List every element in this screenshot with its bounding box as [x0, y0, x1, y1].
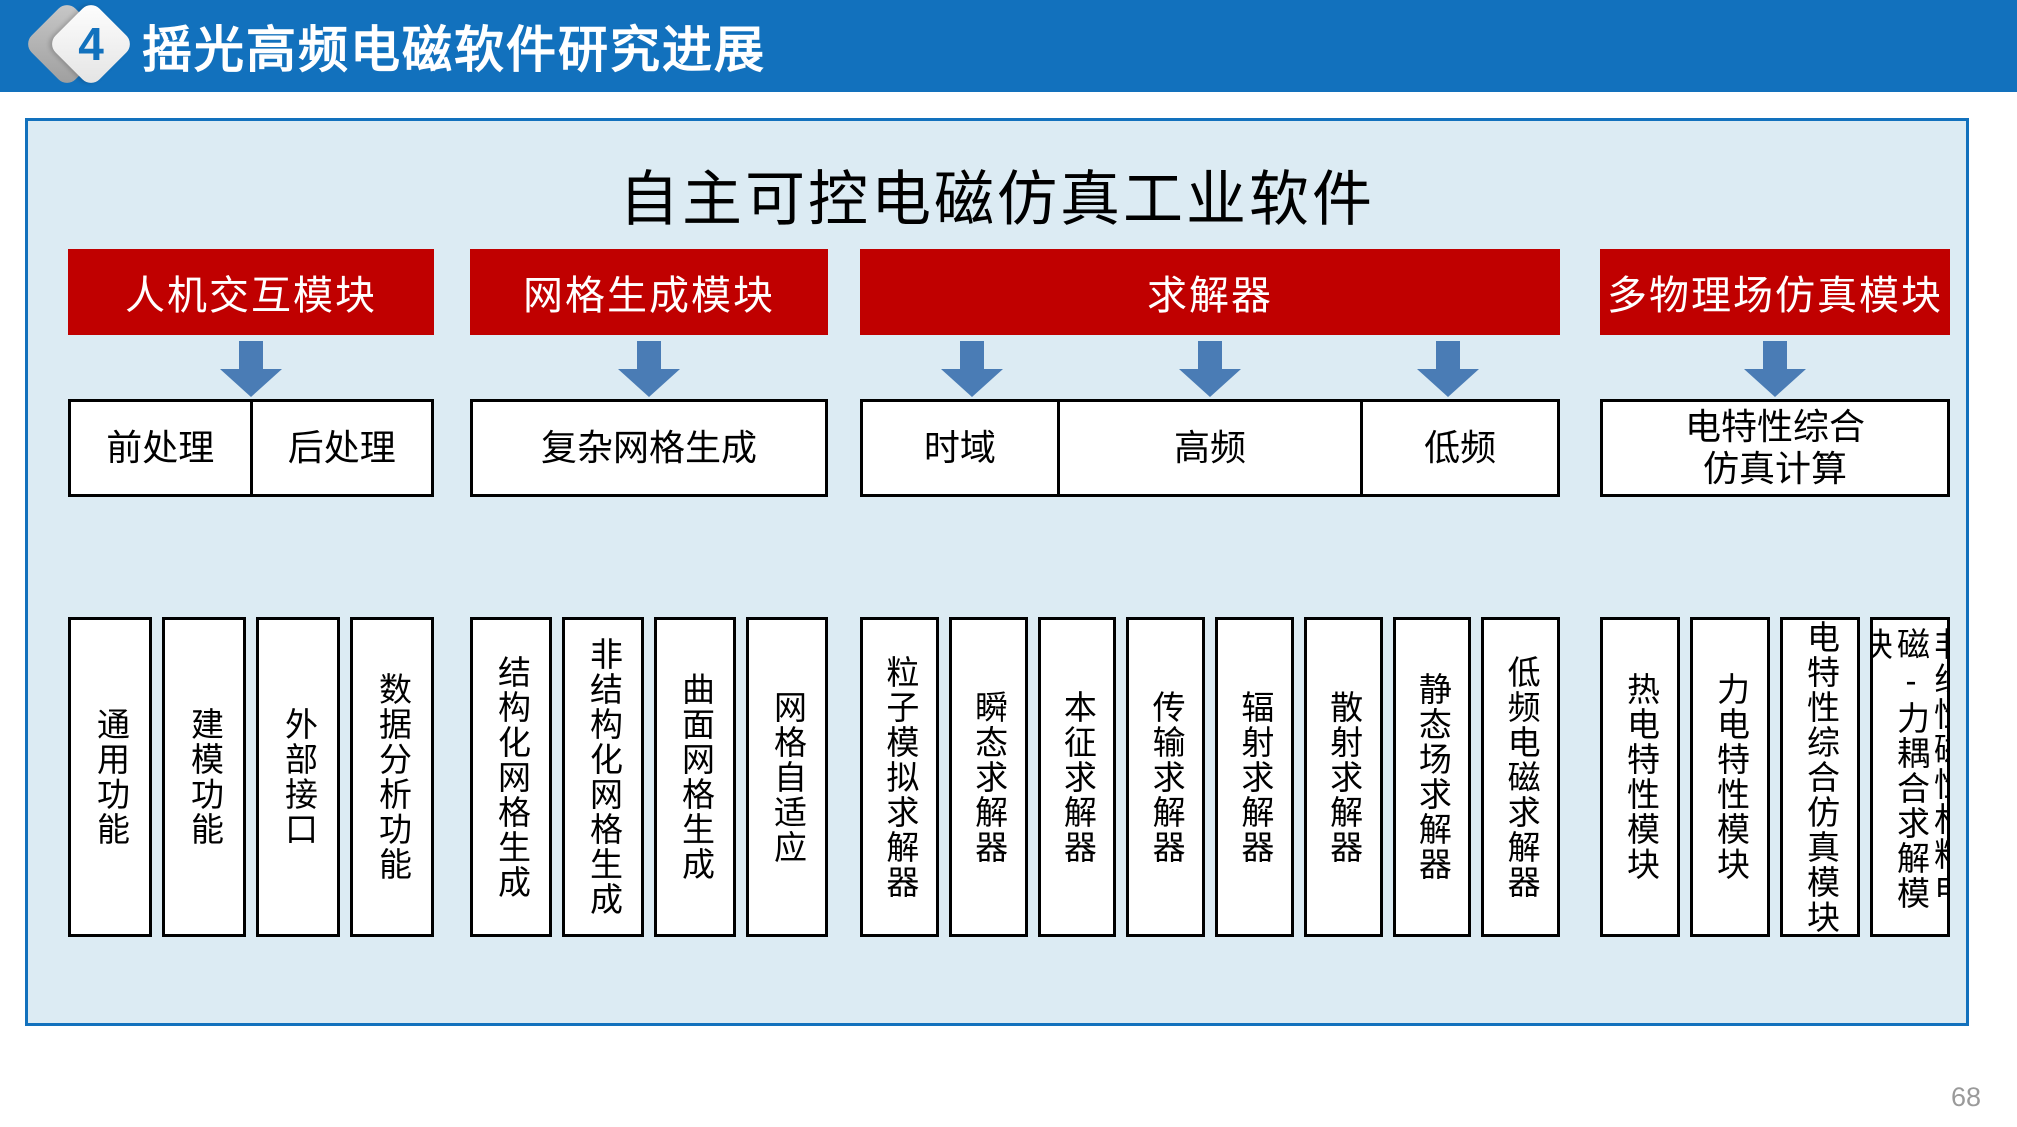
feature-card[interactable]: 曲面网格生成: [654, 617, 736, 937]
down-arrow-icon: [1417, 341, 1479, 397]
feature-card[interactable]: 低频电磁求解器: [1481, 617, 1560, 937]
feature-card-label: 曲面网格生成: [677, 672, 715, 882]
module-group-multiphysics: 多物理场仿真模块电特性综合 仿真计算热电特性模块 力电特性模块 电特性综合仿真模块非…: [1600, 249, 1950, 1009]
diamond-badge-icon: 4: [0, 0, 135, 92]
stage-box[interactable]: 高频: [1056, 399, 1364, 497]
feature-card-label: 非线性磁性材料电磁-力耦合求解模块: [1870, 627, 1950, 911]
stage-box[interactable]: 电特性综合 仿真计算: [1600, 399, 1950, 497]
feature-card[interactable]: 散射求解器: [1303, 617, 1383, 937]
feature-card[interactable]: 辐射求解器: [1215, 617, 1294, 937]
mid-row-multiphysics: 电特性综合 仿真计算: [1600, 399, 1950, 497]
down-arrow-icon: [1179, 341, 1241, 397]
feature-card[interactable]: 本征求解器: [1037, 617, 1117, 937]
feature-card-label: 力电特性模块: [1712, 672, 1750, 882]
stage-box[interactable]: 时域: [860, 399, 1060, 497]
module-header-solver[interactable]: 求解器: [860, 249, 1560, 335]
feature-card-label: 瞬态求解器: [970, 689, 1008, 865]
mid-row-mesh: 复杂网格生成: [470, 399, 828, 497]
feature-card-label: 传输求解器: [1148, 689, 1186, 865]
feature-card[interactable]: 网格自适应: [746, 617, 828, 937]
feature-card-label: 通用功能: [92, 707, 130, 847]
module-group-solver: 求解器时域高频低频粒子模拟求解器 瞬态求解器 本征求解器 传输求解器 辐射求解器 散射求解…: [860, 249, 1560, 1009]
down-arrow-icon: [941, 341, 1003, 397]
down-arrow-icon: [1744, 341, 1806, 397]
feature-card-label: 散射求解器: [1325, 689, 1363, 865]
feature-card-label: 辐射求解器: [1236, 689, 1274, 865]
feature-card[interactable]: 力电特性模块: [1690, 617, 1770, 937]
panel-title: 自主可控电磁仿真工业软件: [619, 166, 1375, 233]
arrow-row-multiphysics: [1600, 341, 1950, 397]
feature-card[interactable]: 电特性综合仿真模块: [1780, 617, 1860, 937]
feature-card-label: 本征求解器: [1059, 689, 1097, 865]
feature-card-label: 粒子模拟求解器: [881, 654, 919, 900]
mid-row-solver: 时域高频低频: [860, 399, 1560, 497]
feature-card[interactable]: 外部接口: [256, 617, 340, 937]
feature-card[interactable]: 热电特性模块: [1600, 617, 1680, 937]
feature-card-label: 结构化网格生成: [493, 654, 531, 900]
feature-card[interactable]: 数据分析功能: [350, 617, 434, 937]
feature-card-label: 外部接口: [280, 707, 318, 847]
stage-box[interactable]: 前处理: [68, 399, 253, 497]
arrow-row-hmi: [68, 341, 434, 397]
down-arrow-icon: [618, 341, 680, 397]
feature-card[interactable]: 通用功能: [68, 617, 152, 937]
slide-header: 4 摇光高频电磁软件研究进展: [0, 0, 2017, 92]
module-header-mesh[interactable]: 网格生成模块: [470, 249, 828, 335]
feature-cards-mesh: 结构化网格生成 非结构化网格生成 曲面网格生成 网格自适应: [470, 617, 828, 937]
down-arrow-icon: [220, 341, 282, 397]
feature-card[interactable]: 瞬态求解器: [948, 617, 1028, 937]
feature-card-label: 建模功能: [186, 707, 224, 847]
mid-row-hmi: 前处理后处理: [68, 399, 434, 497]
module-groups: 人机交互模块前处理后处理通用功能 建模功能 外部接口 数据分析功能 网格生成模块复杂网格…: [40, 249, 1960, 1009]
page-number: 68: [1950, 1082, 1981, 1112]
feature-card-label: 网格自适应: [769, 689, 807, 865]
feature-card-label: 电特性综合仿真模块: [1802, 619, 1840, 935]
feature-card[interactable]: 建模功能: [162, 617, 246, 937]
feature-card-label: 低频电磁求解器: [1503, 654, 1541, 900]
module-header-multiphysics[interactable]: 多物理场仿真模块: [1600, 249, 1950, 335]
page-title: 摇光高频电磁软件研究进展: [142, 22, 766, 78]
feature-card[interactable]: 静态场求解器: [1392, 617, 1472, 937]
feature-card-label: 热电特性模块: [1622, 672, 1660, 882]
feature-card[interactable]: 传输求解器: [1126, 617, 1205, 937]
feature-card[interactable]: 非结构化网格生成: [562, 617, 644, 937]
feature-card-label: 数据分析功能: [374, 672, 412, 882]
badge-number: 4: [78, 18, 104, 70]
module-group-hmi: 人机交互模块前处理后处理通用功能 建模功能 外部接口 数据分析功能: [68, 249, 434, 1009]
module-group-mesh: 网格生成模块复杂网格生成结构化网格生成 非结构化网格生成 曲面网格生成 网格自适应: [470, 249, 828, 1009]
feature-cards-hmi: 通用功能 建模功能 外部接口 数据分析功能: [68, 617, 434, 937]
stage-box[interactable]: 后处理: [249, 399, 434, 497]
feature-cards-multiphysics: 热电特性模块 力电特性模块 电特性综合仿真模块非线性磁性材料电磁-力耦合求解模块: [1600, 617, 1950, 937]
stage-box[interactable]: 低频: [1360, 399, 1560, 497]
feature-card[interactable]: 非线性磁性材料电磁-力耦合求解模块: [1870, 617, 1950, 937]
feature-card-label: 非结构化网格生成: [585, 637, 623, 917]
feature-cards-solver: 粒子模拟求解器 瞬态求解器 本征求解器 传输求解器 辐射求解器 散射求解器 静态场求解器 低频…: [860, 617, 1560, 937]
arrow-row-solver: [860, 341, 1560, 397]
feature-card[interactable]: 粒子模拟求解器: [860, 617, 939, 937]
module-header-hmi[interactable]: 人机交互模块: [68, 249, 434, 335]
arrow-row-mesh: [470, 341, 828, 397]
feature-card[interactable]: 结构化网格生成: [470, 617, 552, 937]
architecture-panel: 自主可控电磁仿真工业软件 人机交互模块前处理后处理通用功能 建模功能 外部接口 数据分…: [25, 118, 1969, 1026]
feature-card-label: 静态场求解器: [1414, 672, 1452, 882]
stage-box[interactable]: 复杂网格生成: [470, 399, 828, 497]
